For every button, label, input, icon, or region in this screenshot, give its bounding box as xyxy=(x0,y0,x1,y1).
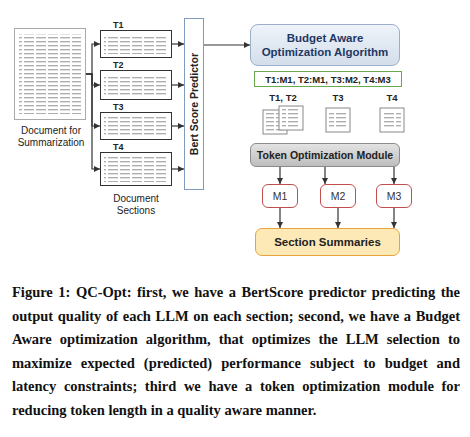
model-box: M1 xyxy=(262,184,298,208)
assignment-box: T1:M1, T2:M1, T3:M2, T4:M3 xyxy=(254,71,402,87)
arrow-connector xyxy=(337,208,338,228)
node-label: T1:M1, T2:M1, T3:M2, T4:M3 xyxy=(265,74,391,85)
arrow-connector xyxy=(86,44,100,74)
section-box: T2 xyxy=(100,70,172,100)
arrow-connector xyxy=(279,167,280,184)
output-box: Section Summaries xyxy=(255,228,400,256)
section-thumbnail xyxy=(326,108,350,132)
arrow-connector xyxy=(86,74,100,169)
node-label: M2 xyxy=(331,190,346,202)
node-label: Section Summaries xyxy=(274,236,381,248)
node-label: Budget Aware Optimization Algorithm xyxy=(257,31,393,59)
node-label: T1, T2 xyxy=(252,92,314,103)
section-caption: Document Sections xyxy=(96,193,176,217)
arrow-connector xyxy=(393,167,394,184)
section-thumbnail xyxy=(380,108,404,132)
section-thumbnail xyxy=(263,110,287,134)
section-text-lines xyxy=(383,111,401,129)
section-thumbnail-group: T1, T2 xyxy=(262,106,304,134)
arrow-connector xyxy=(86,74,100,126)
node-label: M1 xyxy=(273,190,288,202)
node-label: Bert Score Predictor xyxy=(188,53,200,155)
arrow-connector xyxy=(86,74,100,85)
node-label: T3 xyxy=(314,92,362,103)
process-box: Token Optimization Module xyxy=(250,143,400,167)
model-box: M2 xyxy=(320,184,356,208)
arrow-connector xyxy=(393,208,394,228)
node-label: T4 xyxy=(113,142,124,152)
section-text-lines xyxy=(104,117,168,136)
document-illustration: Document for Summarization xyxy=(14,28,86,120)
arrow-connector xyxy=(172,43,184,44)
node-label: T1 xyxy=(113,20,124,30)
model-box: M3 xyxy=(376,184,412,208)
section-text-lines xyxy=(282,109,300,127)
process-box: Budget Aware Optimization Algorithm xyxy=(250,24,400,66)
predictor-box: Bert Score Predictor xyxy=(184,18,204,190)
arrow-connector xyxy=(204,44,250,45)
section-text-lines xyxy=(104,75,168,96)
arrow-connector xyxy=(324,167,325,184)
node-label: Document for Summarization xyxy=(0,125,103,149)
section-text-lines xyxy=(104,157,168,182)
section-box: T4 xyxy=(100,152,172,186)
arrow-connector xyxy=(172,125,184,126)
figure-caption: Figure 1: QC-Opt: first, we have a BertS… xyxy=(12,281,460,422)
node-label: T4 xyxy=(368,92,416,103)
node-label: T2 xyxy=(113,60,124,70)
arrow-connector xyxy=(279,208,280,228)
section-text-lines xyxy=(104,35,168,54)
document-text-lines xyxy=(19,34,81,114)
node-label: Token Optimization Module xyxy=(257,149,393,161)
section-text-lines xyxy=(266,113,284,131)
section-box: T3 xyxy=(100,112,172,140)
section-box: T1 xyxy=(100,30,172,58)
section-thumbnail xyxy=(279,106,303,130)
section-thumbnail-group: T3 xyxy=(324,106,352,134)
node-label: M3 xyxy=(387,190,402,202)
arrow-connector xyxy=(172,168,184,169)
arrow-connector xyxy=(172,84,184,85)
section-text-lines xyxy=(329,111,347,129)
node-label: T3 xyxy=(113,102,124,112)
section-thumbnail-group: T4 xyxy=(378,106,406,134)
